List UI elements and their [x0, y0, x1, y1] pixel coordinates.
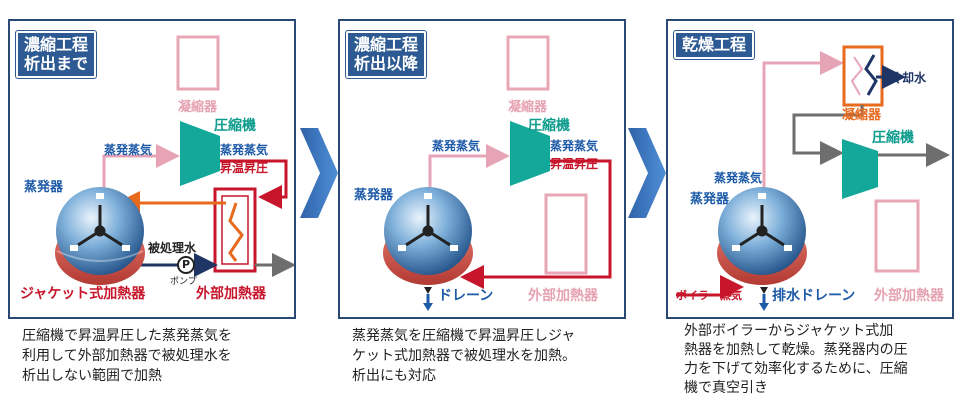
condenser-label: 凝縮器 — [842, 108, 882, 123]
compressor-label: 圧縮機 — [872, 130, 914, 146]
boiler-steam-line — [676, 275, 744, 299]
condenser-label: 凝縮器 — [508, 100, 548, 115]
external-heater-label: 外部加熱器 — [528, 288, 598, 304]
heated-vapor-line — [460, 159, 612, 289]
external-heater-box — [213, 187, 257, 273]
evaporator-label: 蒸発器 — [24, 180, 64, 195]
compressor-label: 圧縮機 — [214, 118, 256, 134]
vapor-out-label: 蒸発蒸気 — [550, 139, 599, 153]
cooling-water-label: 冷却水 — [890, 71, 927, 85]
pump-icon — [177, 256, 195, 274]
evaporator-label: 蒸発器 — [690, 192, 730, 207]
pump-label: ポンプ — [170, 277, 197, 287]
panel-concentration-before-precipitation: 濃縮工程 析出まで 凝縮器 圧縮機 蒸発蒸気 蒸発蒸気 昇温昇圧 蒸発器 被処理… — [8, 19, 296, 319]
heated-vapor-line — [220, 159, 288, 209]
compressor-label: 圧縮機 — [528, 118, 570, 134]
condenser-label: 凝縮器 — [178, 100, 218, 115]
next-arrow-icon — [628, 128, 666, 218]
vapor-label: 蒸発蒸気 — [714, 171, 763, 185]
processed-water-label: 被処理水 — [148, 241, 197, 255]
vapor-line — [102, 144, 180, 191]
condenser-box — [176, 35, 220, 91]
vapor-out-label: 蒸発蒸気 — [220, 143, 269, 157]
jacket-heater-label: ジャケット式加熱器 — [20, 286, 146, 302]
stage-label: 濃縮工程 析出まで — [16, 31, 97, 78]
agitator-icon — [405, 205, 451, 247]
drain-label: ドレーン — [438, 288, 494, 304]
stage-label: 乾燥工程 — [674, 31, 755, 59]
external-heater-box — [874, 199, 920, 273]
drain-valve-icon — [759, 287, 769, 311]
heater-coil — [228, 202, 244, 262]
vacuum-line — [792, 105, 864, 165]
compressor-shape — [510, 121, 550, 186]
caption-2: 蒸発蒸気を圧縮機で昇温昇圧しジャ ケット式加熱器で被処理水を加熱。 析出にも対応 — [352, 328, 576, 384]
agitator-icon — [77, 205, 123, 247]
panel-concentration-after-precipitation: 濃縮工程 析出以降 凝縮器 圧縮機 蒸発蒸気 蒸発蒸気 昇温昇圧 蒸発器 ドレー… — [338, 19, 626, 319]
compressor-shape — [842, 139, 878, 199]
vapor-line — [428, 144, 510, 191]
temp-up-label: 昇温昇圧 — [220, 161, 269, 175]
agitator-icon — [739, 205, 785, 247]
drain-label: 排水ドレーン — [772, 288, 856, 304]
next-arrow-icon — [300, 128, 338, 218]
vapor-in-label: 蒸発蒸気 — [104, 143, 153, 157]
compressor-shape — [180, 121, 220, 186]
external-heater-label: 外部加熱器 — [196, 286, 266, 302]
process-diagram-1 — [55, 35, 294, 285]
vapor-in-label: 蒸発蒸気 — [432, 139, 481, 153]
caption-3: 外部ボイラーからジャケット式加 熱器を加熱して乾燥。蒸発器内の圧 力を下げて効率… — [684, 323, 908, 396]
panel-drying: 乾燥工程 冷却水 凝縮器 圧縮機 蒸発蒸気 蒸発器 ボイラー蒸気 排水ドレーン … — [666, 19, 954, 319]
external-heater-label: 外部加熱器 — [874, 288, 944, 304]
evaporator-label: 蒸発器 — [354, 188, 394, 203]
process-diagram-3 — [676, 45, 950, 311]
boiler-steam-label: ボイラー蒸気 — [676, 289, 742, 302]
process-diagram-2 — [383, 35, 612, 311]
vapor-line — [762, 51, 844, 191]
stage-label: 濃縮工程 析出以降 — [346, 31, 427, 78]
external-heater-box — [544, 193, 588, 275]
cooling-coil — [864, 54, 878, 96]
pump-symbol: P — [182, 258, 191, 271]
condenser-box — [506, 35, 550, 91]
drain-valve-icon — [423, 287, 433, 311]
caption-1: 圧縮機で昇温昇圧した蒸発蒸気を 利用して外部加熱器で被処理水を 析出しない範囲で… — [22, 328, 232, 384]
temp-up-label: 昇温昇圧 — [550, 157, 599, 171]
